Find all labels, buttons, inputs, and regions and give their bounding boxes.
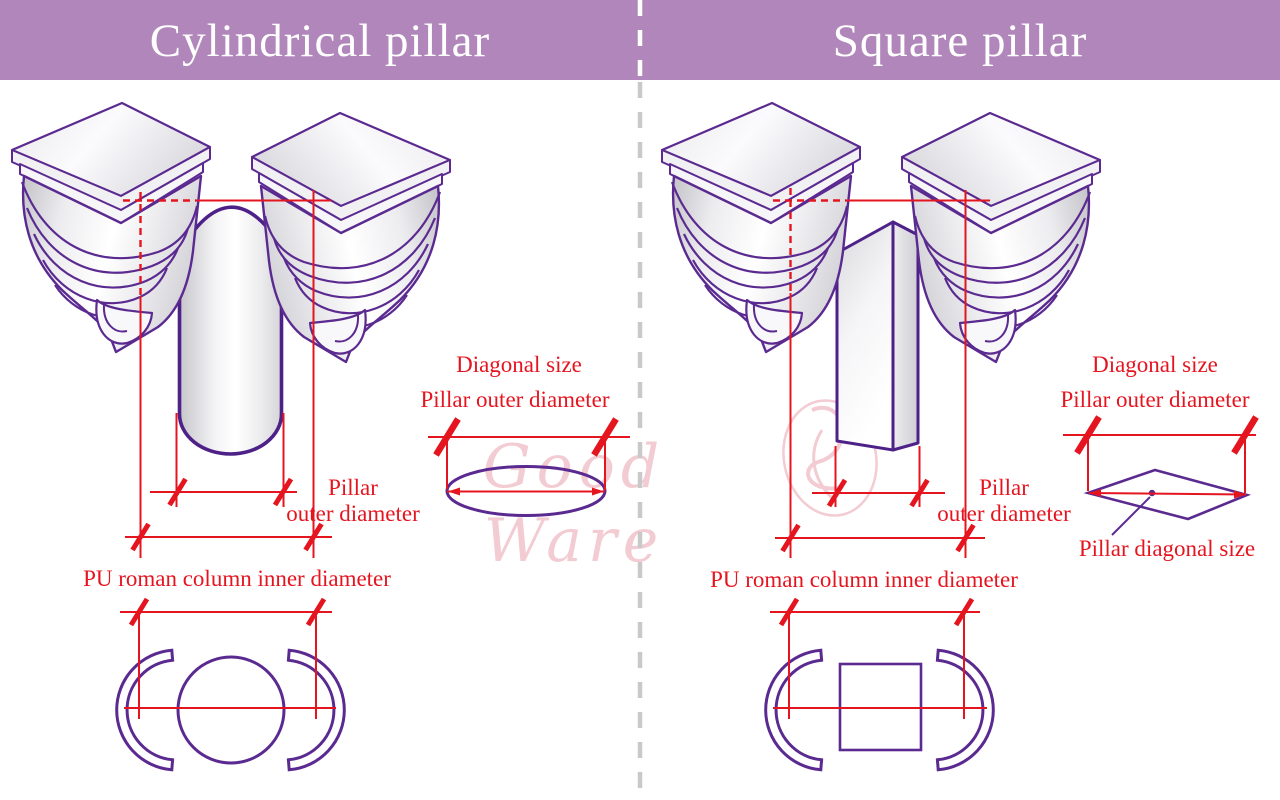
left-pillar-outer-diameter-label: Pillar outer diameter: [420, 387, 610, 412]
inner-column-circle: [176, 655, 286, 765]
cylinder-pillar: [177, 205, 284, 456]
left-pillar-outer-diameter-two-line-label: Pillar outer diameter: [286, 475, 420, 526]
dimension-lines-left: [120, 190, 630, 719]
left-panel-title: Cylindrical pillar: [149, 15, 491, 67]
left-diagonal-size-label: Diagonal size: [456, 352, 582, 377]
corbel-left: [660, 101, 862, 354]
square-pillar-right-face: [891, 220, 920, 452]
right-diagonal-size-label: Diagonal size: [1092, 352, 1218, 377]
square-pillar-drawing: [660, 101, 1102, 452]
square-pillar-left-face: [835, 220, 895, 452]
diagonal-leader-line: [1111, 496, 1151, 536]
cylindrical-pillar-drawing: [10, 101, 452, 456]
corbel-right: [900, 111, 1102, 364]
square-cross-section: [764, 648, 995, 772]
left-inner-diameter-label: PU roman column inner diameter: [83, 566, 391, 591]
right-pillar-outer-diameter-two-line-label: Pillar outer diameter: [937, 475, 1071, 526]
right-pillar-outer-diameter-label: Pillar outer diameter: [1060, 387, 1250, 412]
right-inner-diameter-label: PU roman column inner diameter: [710, 567, 1018, 592]
square-top-view-diamond: [1083, 468, 1252, 536]
cylinder-cross-section: [115, 648, 346, 772]
dimension-lines-right: [770, 188, 1256, 719]
watermark-text: Good Ware: [482, 432, 666, 576]
right-panel-title: Square pillar: [832, 15, 1088, 67]
right-pillar-diagonal-size-label: Pillar diagonal size: [1078, 536, 1256, 561]
